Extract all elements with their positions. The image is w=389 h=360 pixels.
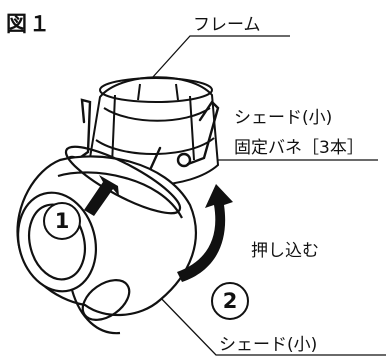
arrow-2-icon: [177, 184, 233, 282]
shade-small-label-bottom: シェード(小): [219, 335, 318, 355]
frame-leader-line: [142, 35, 290, 89]
fixed-spring-label: 固定バネ［3本］: [234, 138, 364, 158]
frame-label: フレーム: [193, 15, 261, 35]
figure-title: 図１: [6, 12, 52, 36]
step-2-badge: 2: [211, 282, 249, 320]
push-in-label: 押し込む: [251, 241, 319, 261]
shade-small-label-top: シェード(小): [234, 108, 333, 128]
shade-bottom-leader-line: [154, 291, 386, 356]
step-1-badge: 1: [43, 202, 81, 240]
arrow-1-icon: [84, 175, 119, 216]
